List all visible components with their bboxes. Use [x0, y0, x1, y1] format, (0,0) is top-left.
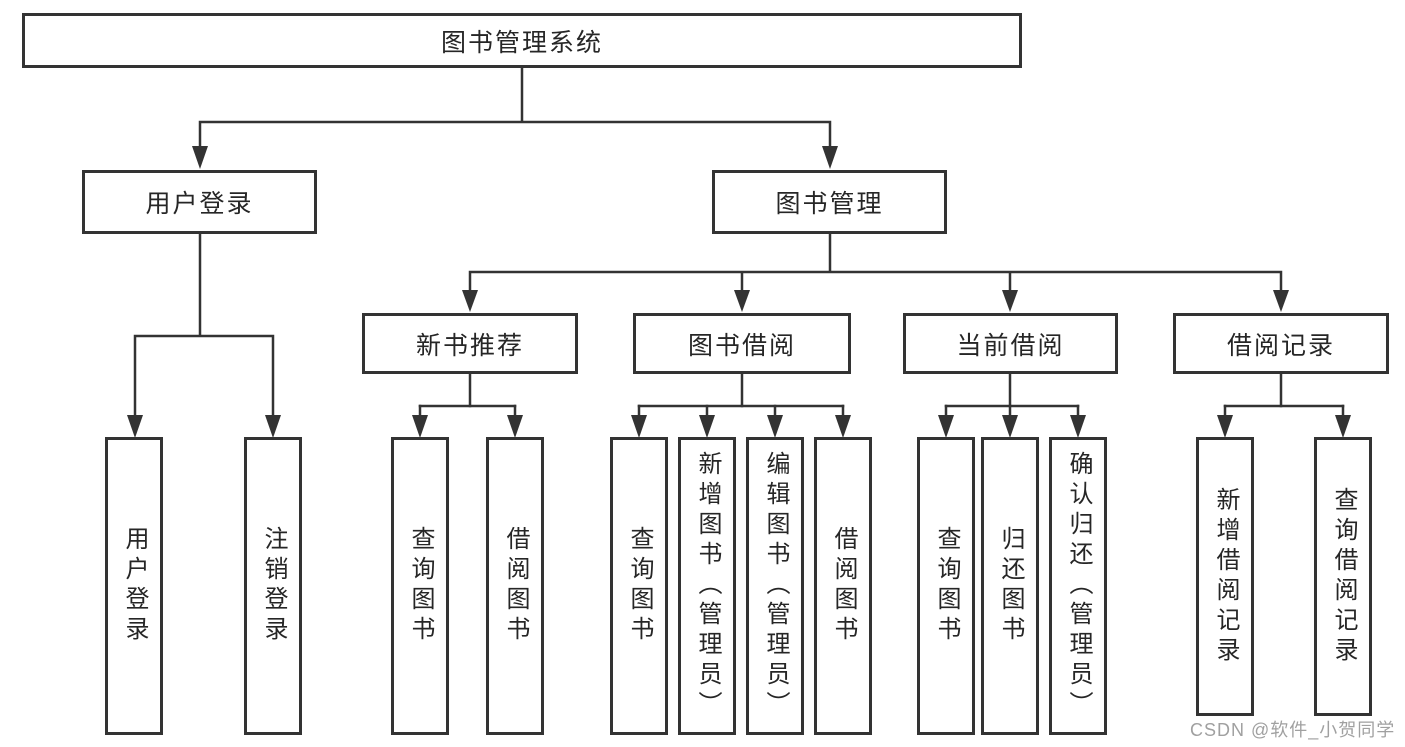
- leaf-add-books-admin-label: 新增图书（管理员）: [694, 451, 721, 721]
- csdn-watermark: CSDN @软件_小贺同学: [1190, 720, 1396, 740]
- leaf-query-books-recommend: 查询图书: [391, 437, 449, 735]
- leaf-query-books-current-label: 查询图书: [933, 526, 960, 646]
- leaf-logout-login: 注销登录: [244, 437, 302, 735]
- arrowheads: [127, 146, 1351, 438]
- leaf-user-login: 用户登录: [105, 437, 163, 735]
- leaf-borrow-books-recommend-label: 借阅图书: [502, 526, 529, 646]
- leaf-add-borrow-record-label: 新增借阅记录: [1212, 486, 1239, 667]
- node-current-borrow-label: 当前借阅: [956, 331, 1065, 360]
- node-user-login: 用户登录: [82, 170, 317, 234]
- leaf-borrow-books-label: 借阅图书: [830, 526, 857, 646]
- leaf-borrow-books-recommend: 借阅图书: [486, 437, 544, 735]
- leaf-logout-login-label: 注销登录: [260, 526, 287, 646]
- node-root-library-management-system: 图书管理系统: [22, 13, 1022, 68]
- leaf-confirm-return-admin-label: 确认归还（管理员）: [1065, 451, 1092, 721]
- leaf-confirm-return-admin: 确认归还（管理员）: [1049, 437, 1107, 735]
- leaf-query-books-current: 查询图书: [917, 437, 975, 735]
- node-book-borrow: 图书借阅: [633, 313, 851, 374]
- leaf-query-borrow-record: 查询借阅记录: [1314, 437, 1372, 716]
- leaf-query-books-borrow-label: 查询图书: [626, 526, 653, 646]
- leaf-add-books-admin: 新增图书（管理员）: [678, 437, 736, 735]
- leaf-edit-books-admin: 编辑图书（管理员）: [746, 437, 804, 735]
- leaf-add-borrow-record: 新增借阅记录: [1196, 437, 1254, 716]
- leaf-return-books: 归还图书: [981, 437, 1039, 735]
- leaf-query-borrow-record-label: 查询借阅记录: [1330, 486, 1357, 667]
- node-borrow-records: 借阅记录: [1173, 313, 1389, 374]
- node-new-book-recommend: 新书推荐: [362, 313, 578, 374]
- node-current-borrow: 当前借阅: [903, 313, 1118, 374]
- leaf-query-books-recommend-label: 查询图书: [407, 526, 434, 646]
- node-book-management-label: 图书管理: [775, 190, 884, 218]
- leaf-query-books-borrow: 查询图书: [610, 437, 668, 735]
- leaf-return-books-label: 归还图书: [997, 526, 1024, 646]
- node-borrow-records-label: 借阅记录: [1226, 331, 1335, 360]
- node-book-management: 图书管理: [712, 170, 947, 234]
- leaf-edit-books-admin-label: 编辑图书（管理员）: [762, 451, 789, 721]
- leaf-borrow-books: 借阅图书: [814, 437, 872, 735]
- node-book-borrow-label: 图书借阅: [687, 331, 796, 360]
- node-user-login-label: 用户登录: [145, 190, 254, 218]
- leaf-user-login-label: 用户登录: [121, 526, 148, 646]
- node-new-book-recommend-label: 新书推荐: [415, 331, 524, 360]
- node-root-label: 图书管理系统: [440, 28, 603, 57]
